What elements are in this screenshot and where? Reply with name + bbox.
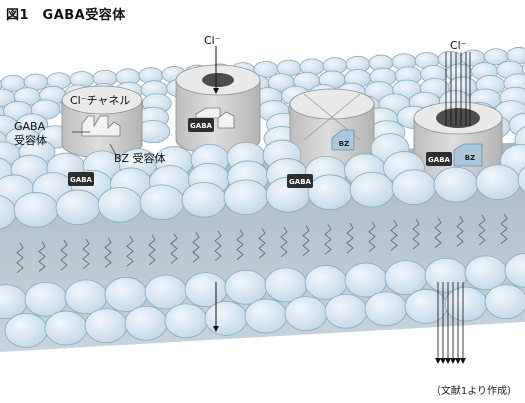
lipid-tail [214,230,222,262]
lipid-head [13,192,59,228]
lipid-tail [236,229,244,260]
channel-gaba-bound: GABA [175,64,261,155]
lipid-head [144,274,188,310]
lipid-tail [280,226,288,258]
lipid-tails [16,213,508,274]
bz-molecule-open [453,143,483,167]
lipid-tail [456,216,464,247]
bz-molecule-bound [331,129,355,151]
lipid-head [307,174,353,211]
lipid-head [364,291,408,327]
lipid-head [124,305,168,341]
lipid-head [204,301,248,336]
lipid-tail [192,232,200,263]
channel-pore-open [436,108,480,128]
lipid-head [521,62,525,75]
figure-title: 図1 GABA受容体 [6,8,126,23]
lipid-head [391,169,437,205]
lipid-head [344,262,388,298]
source-note: （文献1より作成） [430,386,517,397]
lipid-tail [82,238,90,270]
lipid-head [504,253,525,288]
gaba-molecule-bound [188,118,214,132]
lipid-head [44,310,88,346]
gaba-receptor-label-line2: 受容体 [14,133,47,147]
channel-open: GABA BZ [413,101,503,188]
lipid-tail [170,233,178,264]
cl-arrow-single [213,46,219,332]
lipid-tail [16,242,24,274]
lipid-head [4,313,48,348]
lipid-head [24,281,68,317]
lipid-tail [478,214,486,246]
lipid-head [244,298,288,334]
lipid-head [324,293,368,329]
gaba-label-bound: GABA [190,122,212,130]
lipid-tail [60,239,68,271]
lipid-tail [324,224,332,255]
lipid-head [264,267,308,303]
lipid-head [517,166,525,193]
lipid-tail [500,213,508,245]
lipid-head [384,260,428,296]
lipid-head [55,189,101,226]
gaba-receptor-illustration: GABA BZ GABA BZ [0,22,525,378]
gaba-molecule-free-1: GABA [68,172,94,186]
lipid-tail [346,222,354,254]
lipid-head [464,255,508,291]
binding-site-cutout [81,115,121,137]
lipid-head [475,164,521,200]
lipid-head [139,184,185,221]
lipid-tail [258,228,266,259]
lipid-tail [390,220,398,251]
lipid-tail [126,235,134,267]
lipid-tail [38,241,46,272]
channel-pore [202,73,234,87]
bz-receptor-label: BZ 受容体 [114,151,166,165]
lipid-head [433,166,479,203]
lipid-head [223,179,269,216]
lipid-tail [434,217,442,249]
lipid-head [444,286,488,322]
cl-arrow-bundle [435,52,471,364]
lipid-tail [104,237,112,268]
bz-label-open: BZ [465,154,475,162]
gaba-label-free-2: GABA [289,178,311,186]
lower-leaflet [0,253,525,348]
lipid-head [304,265,348,300]
lipid-tail [368,221,376,253]
lipid-tail [412,218,420,250]
cl-ion-label-1: Cl⁻ [204,34,221,47]
gaba-label-free-1: GABA [70,176,92,184]
lipid-head [181,181,227,218]
membrane-diagram: GABA BZ GABA BZ [0,34,525,364]
lipid-head [184,272,228,308]
lipid-head [349,171,395,208]
lipid-head [224,269,268,305]
gaba-molecule-open [426,152,452,166]
lipid-head [424,257,468,293]
lipid-head [104,277,148,312]
lipid-tail [302,225,310,256]
lipid-head [64,279,108,315]
bz-label-bound: BZ [339,140,349,148]
lipid-head [284,296,328,332]
channel-resting [61,85,143,163]
lipid-head [97,187,143,223]
lipid-tail [148,234,156,266]
cl-ion-label-2: Cl⁻ [450,39,467,52]
lipid-head [164,303,208,339]
lipid-head [484,284,525,320]
gaba-receptor-label-line1: GABA [14,120,46,133]
cl-channel-label: Cl⁻チャネル [70,94,130,107]
gaba-label-open: GABA [428,156,450,164]
lipid-head [404,289,448,324]
lipid-head [84,308,128,344]
gaba-molecule-free-2: GABA [287,174,313,188]
